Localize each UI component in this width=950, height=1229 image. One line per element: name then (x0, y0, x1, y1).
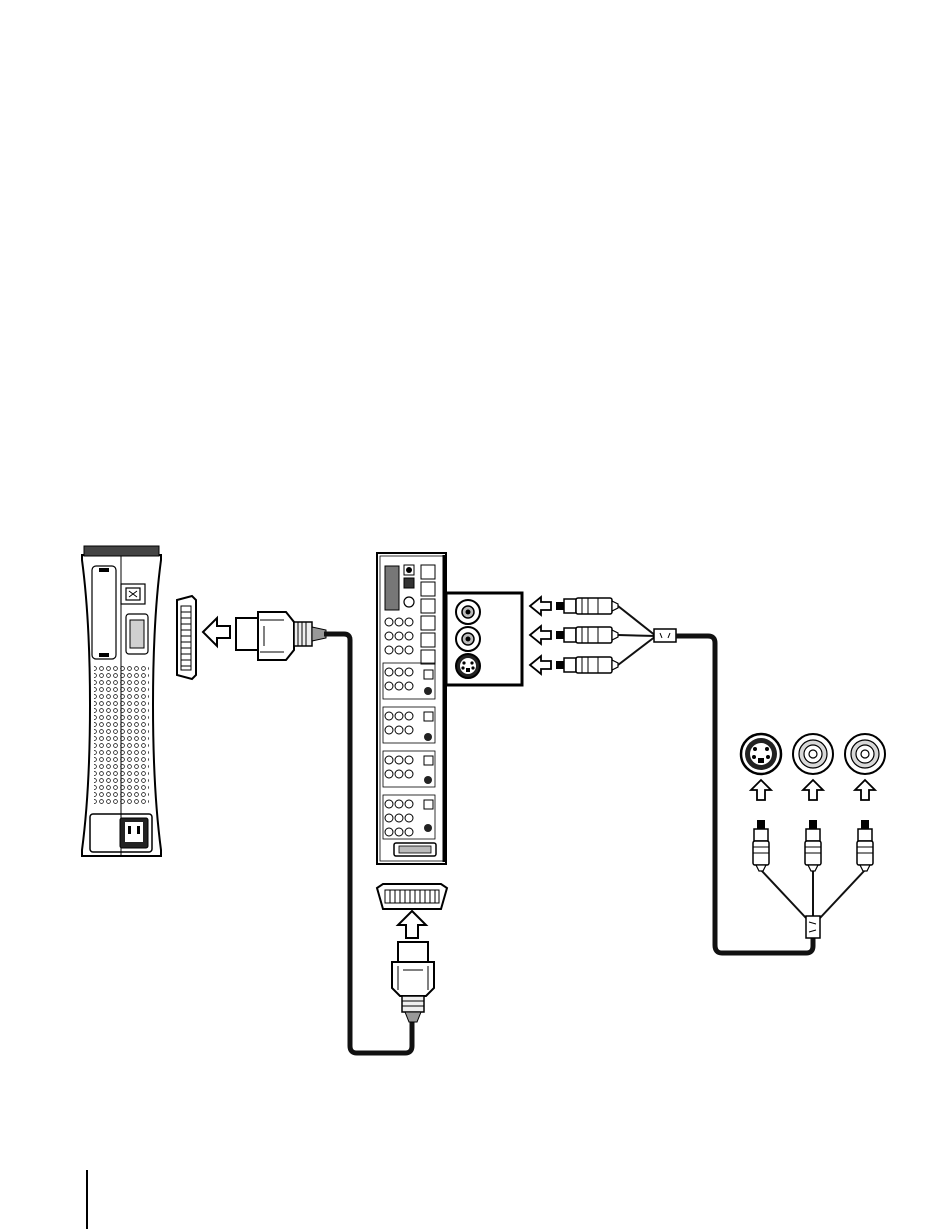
rca-plug-icon (857, 820, 873, 871)
arrow-left-icon (203, 618, 230, 646)
multi-pin-av-port-icon (377, 884, 447, 909)
s-video-jack-icon (741, 734, 781, 774)
rca-plug-icon (556, 657, 618, 673)
arrow-up-icon (803, 780, 823, 800)
arrow-left-icon (530, 656, 551, 674)
rca-cable-splitter (618, 606, 656, 665)
page-margin-rule (86, 1170, 88, 1229)
rca-jack-icon (793, 734, 833, 774)
s-video-jack-icon (456, 654, 480, 678)
cable-junction-icon (654, 629, 676, 642)
rca-plug-icon (556, 598, 618, 614)
multi-pin-av-port-icon (177, 596, 196, 679)
arrow-up-icon (398, 911, 426, 938)
rca-plug-icon (556, 627, 618, 643)
proprietary-av-plug-icon (236, 612, 326, 660)
rca-cable-splitter (761, 870, 865, 918)
arrow-up-icon (751, 780, 771, 800)
rca-cable (676, 636, 813, 953)
rca-jack-icon (845, 734, 885, 774)
cable-junction-icon (806, 916, 820, 938)
rca-plug-icon (753, 820, 769, 871)
proprietary-av-plug-icon (392, 942, 434, 1022)
arrow-up-icon (855, 780, 875, 800)
av-switch-box-rear-icon (377, 553, 446, 864)
arrow-left-icon (530, 626, 551, 644)
game-console-rear-icon (82, 546, 161, 856)
arrow-left-icon (530, 597, 551, 615)
rca-plug-icon (805, 820, 821, 871)
av-input-panel-inset (446, 593, 522, 685)
